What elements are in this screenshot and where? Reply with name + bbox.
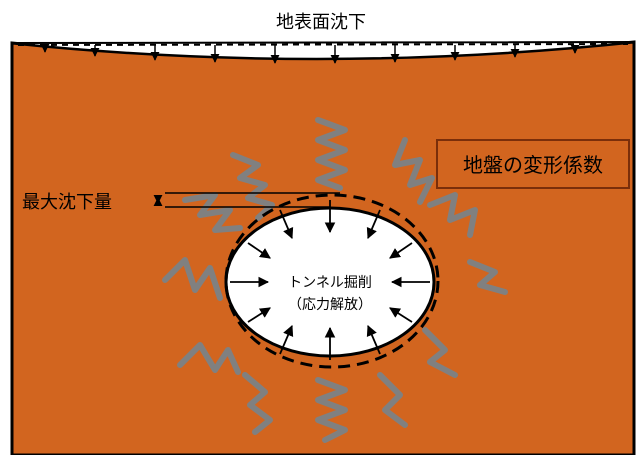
- stress-release-arrows: [230, 200, 430, 360]
- squiggle-wave-icon: [242, 372, 273, 435]
- tunnel-excavation-label: トンネル掘削: [288, 275, 372, 291]
- squiggle-wave-icon: [422, 327, 458, 378]
- arrow-icon: [279, 209, 294, 239]
- arrow-icon: [389, 242, 413, 259]
- squiggle-wave-icon: [162, 257, 223, 301]
- arrow-icon: [247, 242, 271, 259]
- squiggle-wave-icon: [177, 342, 241, 375]
- surface-settlement-arrows: [40, 43, 580, 64]
- ground-modulus-box: [436, 139, 630, 189]
- squiggle-wave-icon: [392, 137, 435, 205]
- arrow-icon: [366, 325, 381, 355]
- squiggle-wave-icon: [467, 259, 508, 295]
- squiggle-wave-icon: [377, 372, 408, 428]
- surface-settlement-label: 地表面沈下: [276, 12, 366, 33]
- squiggle-wave-icon: [315, 377, 348, 443]
- stress-release-label: （応力解放）: [288, 297, 372, 313]
- ground-modulus-label: 地盤の変形係数: [463, 153, 603, 177]
- squiggle-wave-icon: [182, 192, 243, 233]
- squiggle-wave-icon: [315, 117, 348, 191]
- squiggle-wave-icon: [230, 152, 275, 221]
- arrow-icon: [247, 307, 271, 323]
- arrow-icon: [366, 209, 381, 239]
- squiggle-wave-icon: [427, 192, 478, 238]
- deformation-waves: [162, 117, 508, 443]
- arrow-icon: [389, 307, 413, 323]
- deformed-outline: [224, 193, 440, 369]
- arrow-icon: [279, 325, 294, 355]
- max-settlement-label: 最大沈下量: [22, 192, 112, 213]
- settlement-dashed-line: [17, 43, 629, 46]
